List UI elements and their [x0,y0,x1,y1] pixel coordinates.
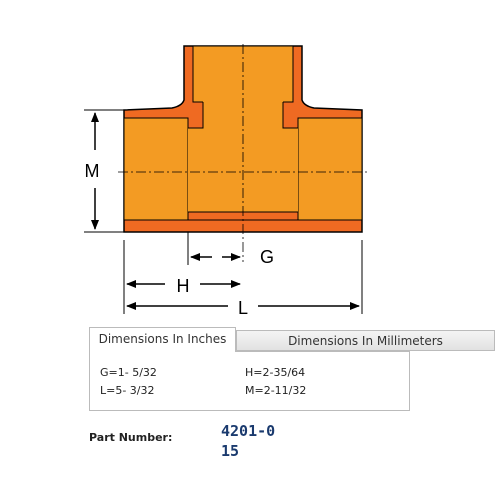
dimension-m-label: M [85,161,100,181]
dimension-l [126,240,363,314]
tab-inches[interactable]: Dimensions In Inches [89,327,236,352]
dimension-g-value: G=1- 5/32 [100,366,157,379]
tee-right-socket [297,117,363,221]
tee-left-socket [123,117,189,221]
tee-fitting-diagram: M G H L [84,44,370,318]
dimension-l-label: L [238,298,248,318]
tab-millimeters[interactable]: Dimensions In Millimeters [236,330,495,351]
part-number-label: Part Number: [89,431,173,444]
dimension-g [187,232,241,265]
dimension-h [123,240,241,314]
dimension-h-value: H=2-35/64 [245,366,306,379]
part-number-value: 4201-015 [221,422,276,460]
dimension-l-value: L=5- 3/32 [100,384,155,397]
dimensions-panel: G=1- 5/32 H=2-35/64 L=5- 3/32 M=2-11/32 [89,351,410,411]
dimension-unit-tabs: Dimensions In Inches Dimensions In Milli… [89,327,495,352]
tee-body [118,44,370,262]
dimension-h-label: H [177,276,190,296]
dimension-m [84,109,124,233]
dimension-m-value: M=2-11/32 [245,384,307,397]
dimension-g-label: G [260,247,274,267]
tee-top-socket [192,45,294,103]
